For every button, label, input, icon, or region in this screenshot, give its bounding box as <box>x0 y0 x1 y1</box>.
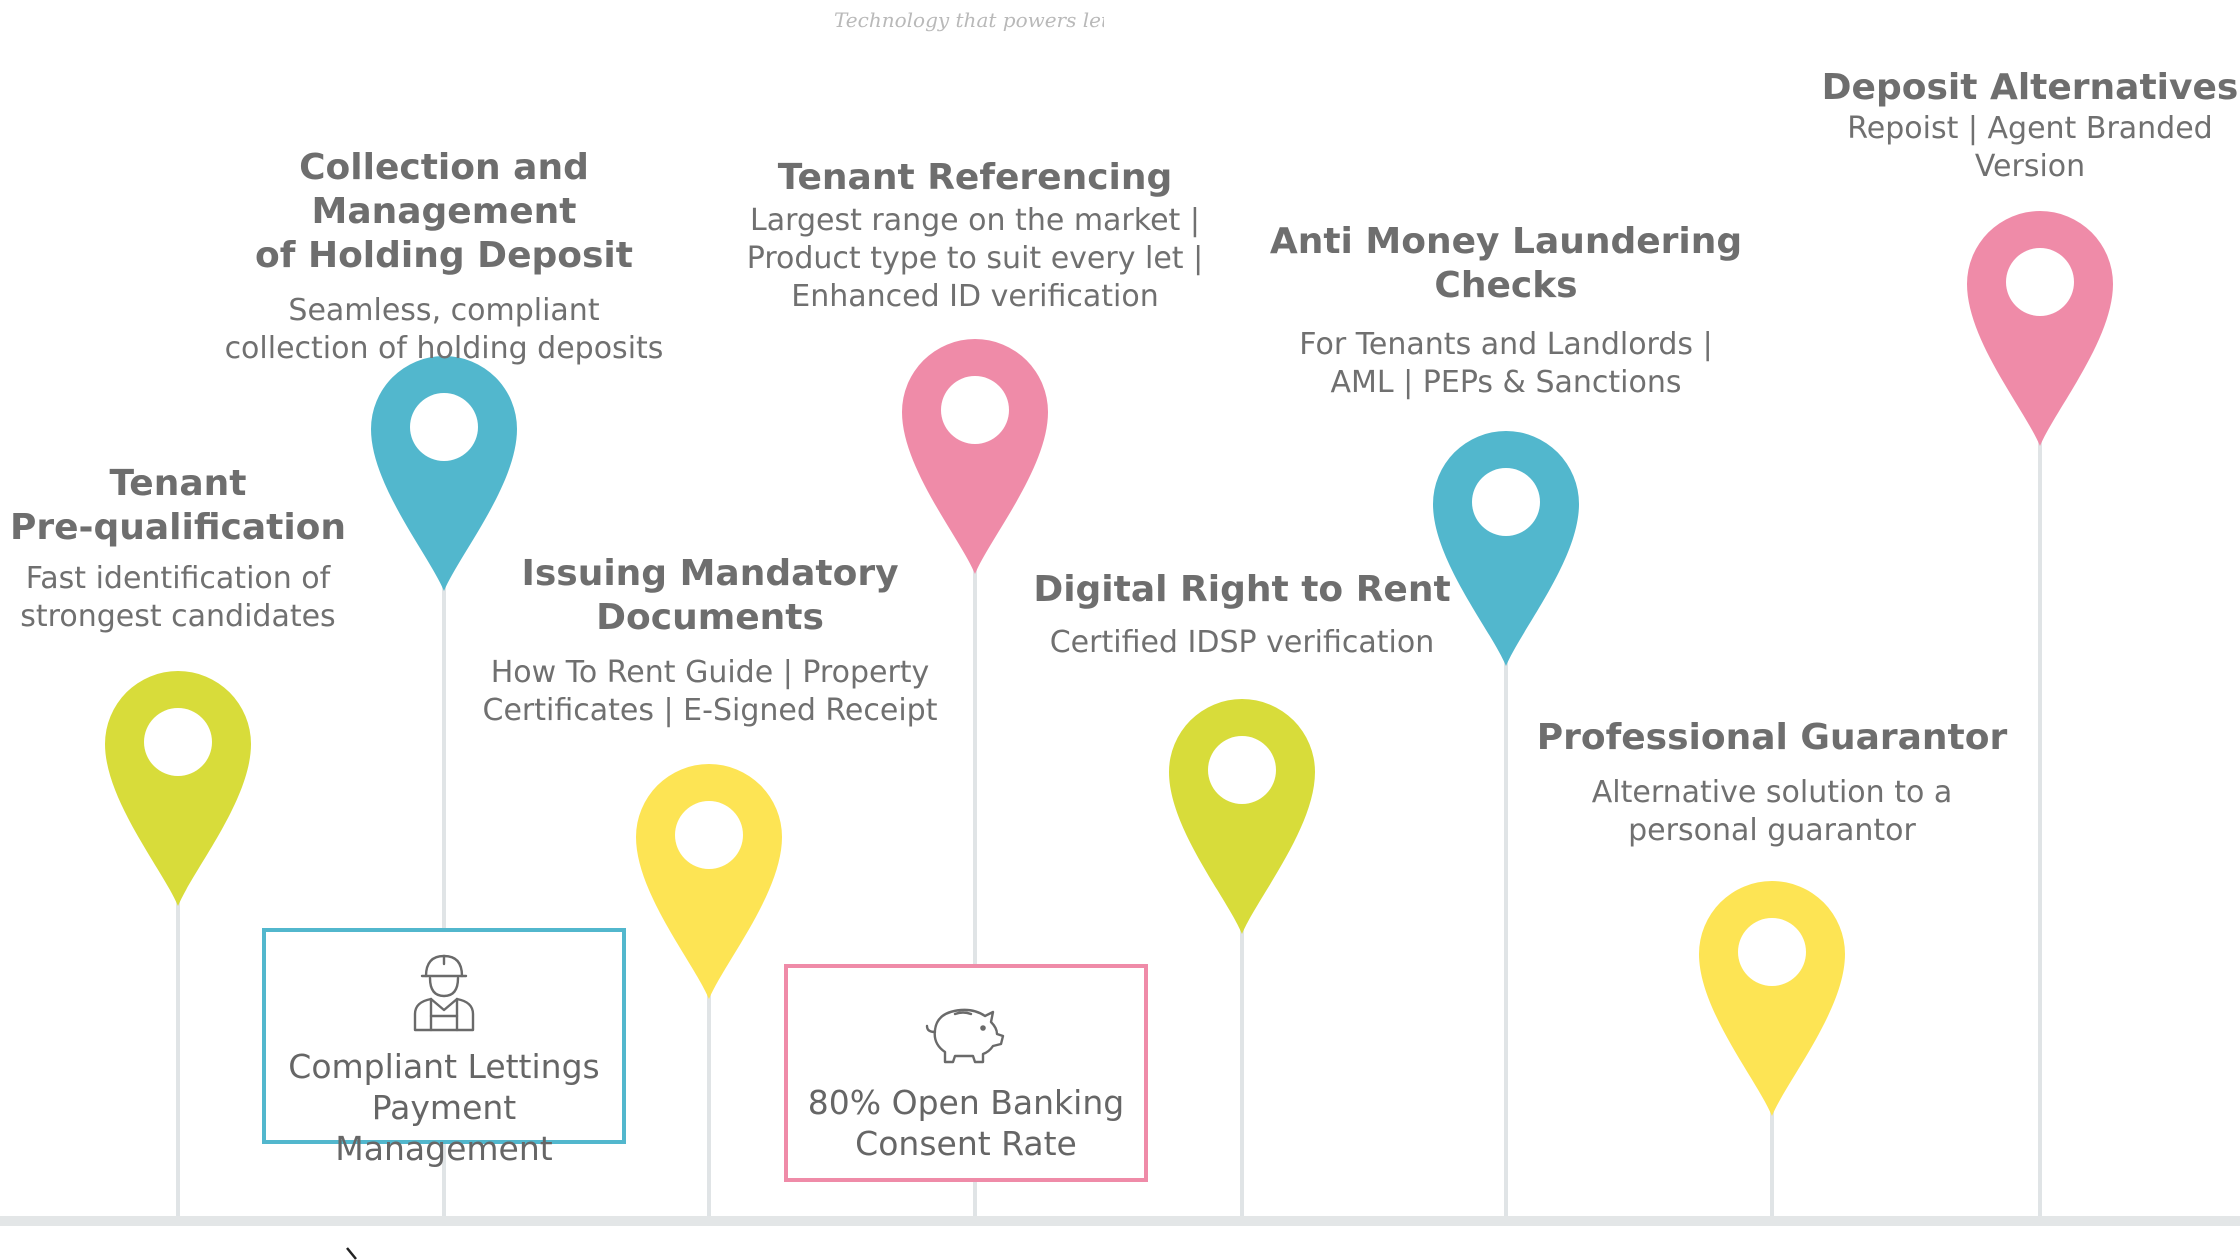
milestone-title: Anti Money Laundering Checks <box>1269 221 1743 306</box>
stem-1 <box>176 900 180 1218</box>
milestone-holding-deposit: Collection and Management of Holding Dep… <box>164 146 724 368</box>
callout-label: 80% Open Banking Consent Rate <box>807 1083 1125 1163</box>
map-pin-icon <box>1167 698 1317 938</box>
milestone-description: Fast identification of strongest candida… <box>20 561 336 634</box>
stem-7 <box>1770 1100 1774 1218</box>
milestone-title: Collection and Management of Holding Dep… <box>255 147 633 276</box>
map-pin-icon <box>634 763 784 1003</box>
map-pin-icon <box>369 355 519 595</box>
milestone-tenant-prequalification: Tenant Pre-qualification Fast identifica… <box>0 462 356 636</box>
milestone-professional-guarantor: Professional Guarantor Alternative solut… <box>1532 716 2012 850</box>
milestone-deposit-alternatives: Deposit Alternatives Repoist | Agent Bra… <box>1820 66 2240 186</box>
stem-6 <box>1504 650 1508 1218</box>
stem-3 <box>707 980 711 1218</box>
milestone-aml-checks: Anti Money Laundering Checks For Tenants… <box>1266 220 1746 402</box>
milestone-right-to-rent: Digital Right to Rent Certified IDSP ver… <box>1022 568 1462 662</box>
milestone-title: Deposit Alternatives <box>1821 67 2239 108</box>
map-pin-icon <box>1697 880 1847 1120</box>
milestone-title: Tenant Referencing <box>777 157 1173 198</box>
map-pin-icon <box>1965 210 2115 450</box>
milestone-description: How To Rent Guide | Property Certificate… <box>482 655 938 728</box>
stem-5 <box>1240 920 1244 1218</box>
piggy-bank-icon <box>925 1008 1005 1064</box>
milestone-description: Largest range on the market | Product ty… <box>746 203 1204 314</box>
callout-label: Compliant Lettings Payment Management <box>288 1047 600 1168</box>
timeline-baseline <box>0 1216 2240 1226</box>
stem-2 <box>442 580 446 1218</box>
stem-4 <box>973 560 977 1218</box>
map-pin-icon <box>1431 430 1581 670</box>
callout-open-banking: 80% Open Banking Consent Rate <box>784 964 1148 1182</box>
stem-8 <box>2038 430 2042 1218</box>
map-pin-icon <box>900 338 1050 578</box>
milestone-tenant-referencing: Tenant Referencing Largest range on the … <box>735 156 1215 316</box>
arrow-icon <box>346 1247 357 1260</box>
milestone-description: Seamless, compliant collection of holdin… <box>224 293 664 366</box>
callout-payment-management: Compliant Lettings Payment Management <box>262 928 626 1168</box>
milestone-description: Alternative solution to a personal guara… <box>1591 775 1953 848</box>
milestone-description: Repoist | Agent Branded Version <box>1847 111 2213 184</box>
map-pin-icon <box>103 670 253 910</box>
worker-icon <box>413 954 475 1032</box>
milestone-description: Certified IDSP verification <box>1049 625 1435 660</box>
milestone-mandatory-documents: Issuing Mandatory Documents How To Rent … <box>470 552 950 730</box>
milestone-title: Professional Guarantor <box>1536 717 2008 758</box>
header-caption: Technology that powers lettings <box>834 8 1104 32</box>
milestone-title: Issuing Mandatory Documents <box>521 553 899 638</box>
milestone-title: Tenant Pre-qualification <box>9 463 347 548</box>
milestone-title: Digital Right to Rent <box>1033 569 1451 610</box>
milestone-description: For Tenants and Landlords | AML | PEPs &… <box>1299 327 1713 400</box>
